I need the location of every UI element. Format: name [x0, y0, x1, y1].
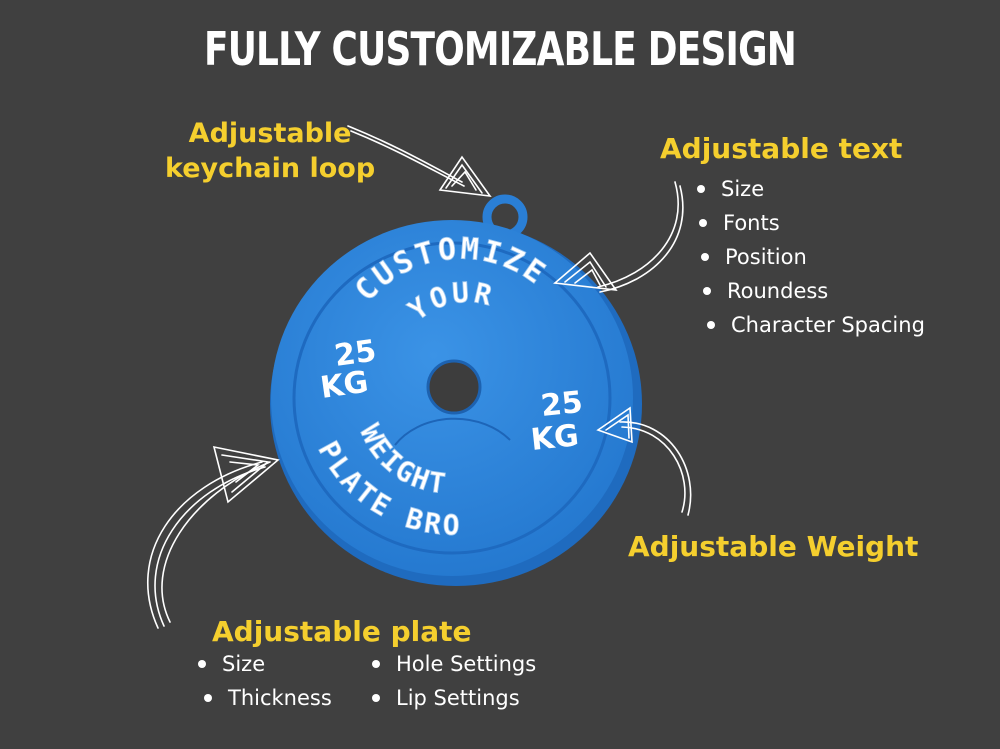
center-hole — [426, 359, 482, 415]
plate-weight-right-unit: KG — [529, 418, 580, 458]
text-option: Size — [695, 172, 915, 206]
plate-weight-left-number: 25 — [332, 333, 378, 373]
text-option: Position — [699, 240, 919, 274]
arrow-adjustable-plate — [147, 445, 280, 629]
callout-keychain-loop: Adjustable keychain loop — [165, 116, 375, 186]
plate-weight-right-number: 25 — [539, 385, 584, 424]
plate-options-list-1: Size Thickness — [196, 647, 332, 715]
text-option: Character Spacing — [705, 308, 925, 342]
arrow-keychain-loop — [347, 125, 492, 198]
plate-option: Lip Settings — [370, 681, 536, 715]
text-option: Fonts — [697, 206, 917, 240]
plate-option: Size — [196, 647, 326, 681]
callout-keychain-loop-line1: Adjustable — [188, 118, 352, 149]
text-option: Roundess — [701, 274, 921, 308]
callout-text-heading: Adjustable text — [660, 132, 903, 165]
callout-weight-heading: Adjustable Weight — [628, 530, 919, 563]
weight-plate: CUSTOMIZE YOUR 25 KG 25 KG WEIGHT PLATE … — [270, 220, 642, 586]
plate-option: Hole Settings — [370, 647, 536, 681]
plate-weight-left-unit: KG — [318, 365, 370, 406]
callout-plate-heading: Adjustable plate — [212, 615, 472, 648]
callout-keychain-loop-line2: keychain loop — [165, 153, 376, 185]
arrow-adjustable-weight — [596, 406, 692, 516]
arrow-adjustable-text — [553, 181, 684, 293]
text-options-list: Size Fonts Position Roundess Character S… — [695, 172, 925, 342]
plate-options-list-2: Hole Settings Lip Settings — [370, 647, 536, 715]
page-title: FULLY CUSTOMIZABLE DESIGN — [203, 22, 797, 76]
plate-option: Thickness — [202, 681, 332, 715]
